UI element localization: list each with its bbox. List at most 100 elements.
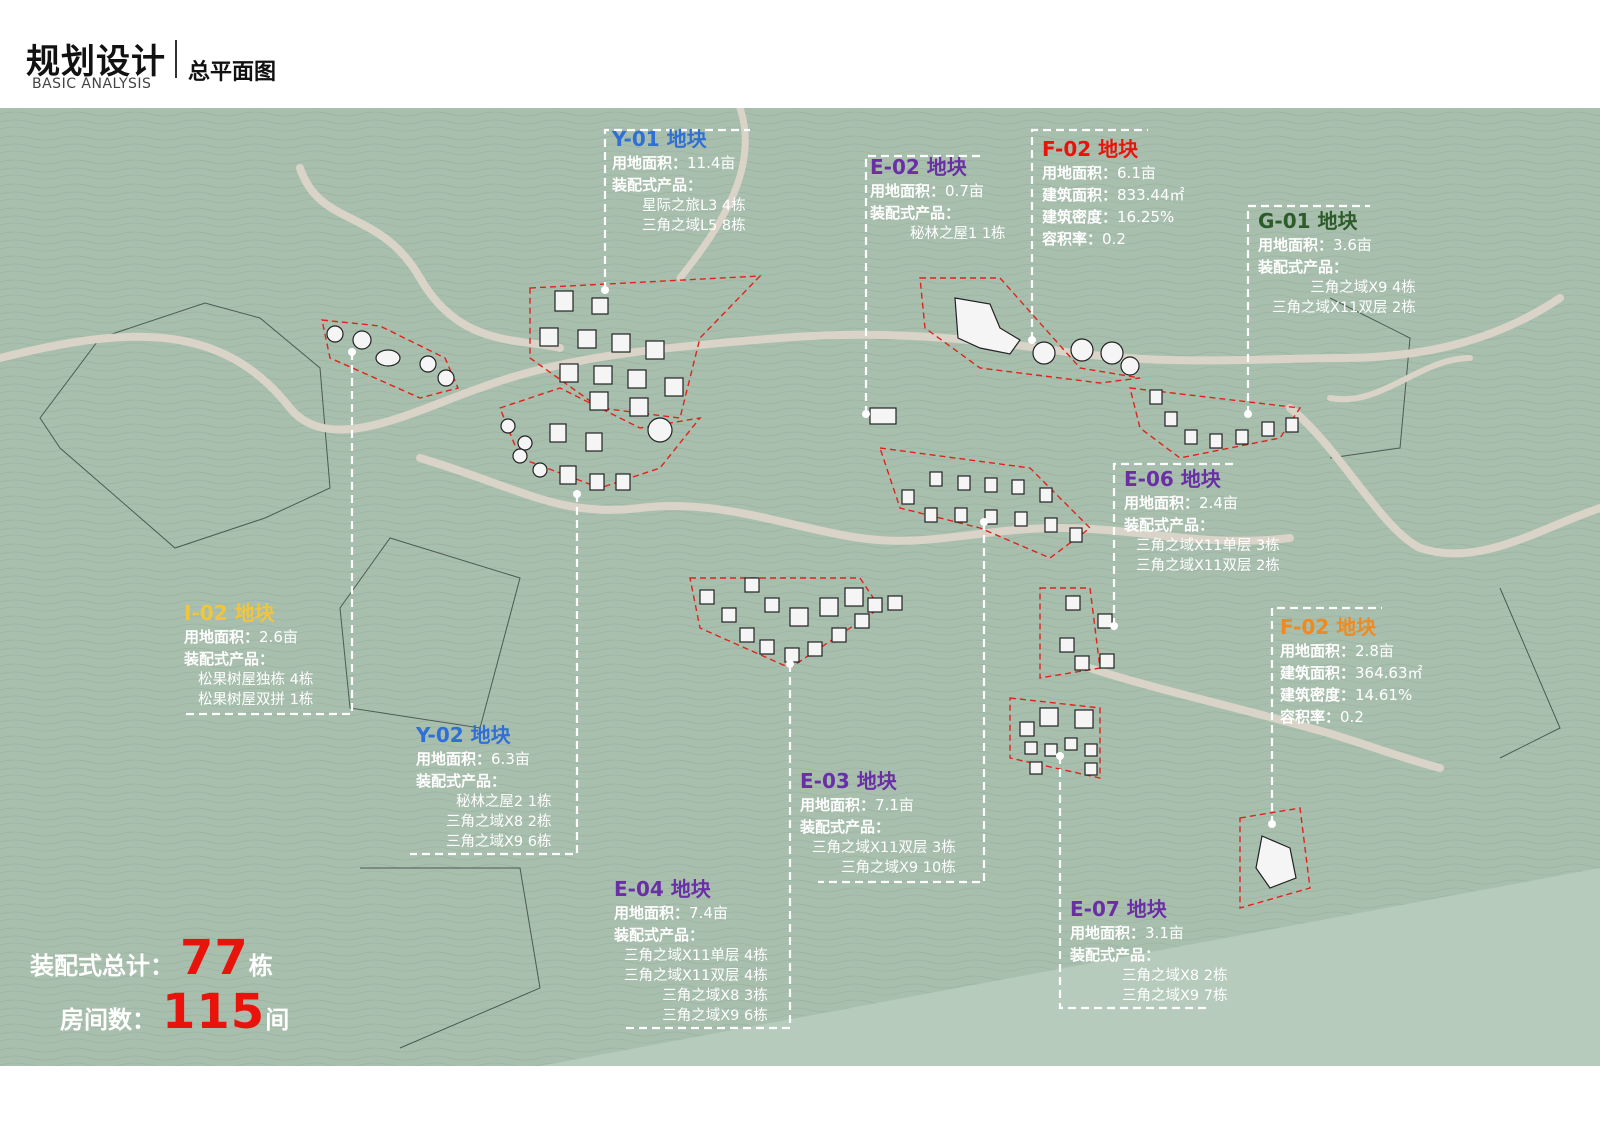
buildings-f02b — [1255, 835, 1297, 889]
area-value: 7.1亩 — [875, 796, 914, 814]
product-item: 秘林之屋1 1栋 — [910, 226, 1006, 242]
section-title: 规划设计 — [26, 42, 166, 82]
marker-e06 — [1110, 622, 1118, 630]
plot-y02-label: Y-02 地块 用地面积：6.3亩 装配式产品： 秘林之屋2 1栋 三角之域X8… — [416, 722, 552, 852]
marker-e07 — [1056, 752, 1064, 760]
header-divider — [175, 40, 177, 78]
area-label: 用地面积： — [800, 796, 876, 814]
buildings-y01 — [539, 290, 684, 417]
plot-y02-name: Y-02 地块 — [416, 723, 511, 747]
buildings-e02 — [869, 407, 897, 425]
total-rooms-value: 115 — [162, 984, 266, 1040]
plot-boundary-east-lower — [1499, 587, 1561, 759]
total-rooms-unit: 间 — [265, 1006, 290, 1034]
area-value: 0.7亩 — [945, 182, 984, 200]
section-subtitle: BASIC ANALYSIS — [32, 76, 152, 92]
area-value: 2.8亩 — [1355, 642, 1394, 660]
marker-g01 — [1244, 410, 1252, 418]
area-label: 用地面积： — [614, 904, 690, 922]
product-item: 三角之域X9 7栋 — [1122, 988, 1228, 1004]
building-area-label: 建筑面积： — [1280, 664, 1356, 682]
product-item: 三角之域X11单层 4栋 — [624, 948, 768, 964]
product-item: 三角之域X11双层 2栋 — [1272, 300, 1416, 316]
area-label: 用地面积： — [184, 628, 260, 646]
page-header: 规划设计 BASIC ANALYSIS 总平面图 — [0, 0, 1600, 108]
products-label: 装配式产品： — [1124, 516, 1215, 534]
redline-y02 — [499, 387, 702, 489]
total-assembled-value: 77 — [180, 930, 249, 986]
area-value: 7.4亩 — [689, 904, 728, 922]
product-item: 三角之域X11双层 2栋 — [1136, 558, 1280, 574]
central-road — [416, 454, 1294, 545]
plot-e02-label: E-02 地块 用地面积：0.7亩 装配式产品： 秘林之屋1 1栋 — [870, 154, 1006, 244]
plot-i02-name: I-02 地块 — [184, 601, 275, 625]
redline-i02 — [321, 319, 459, 399]
area-label: 用地面积： — [870, 182, 946, 200]
leader-e07 — [1058, 756, 1206, 1010]
plot-e07-label: E-07 地块 用地面积：3.1亩 装配式产品： 三角之域X8 2栋 三角之域X… — [1070, 896, 1228, 1006]
product-item: 三角之域X11双层 4栋 — [624, 968, 768, 984]
total-assembled-unit: 栋 — [248, 952, 273, 980]
products-label: 装配式产品： — [614, 926, 705, 944]
redline-f02b — [1239, 807, 1311, 909]
far-label: 容积率： — [1042, 230, 1103, 248]
area-label: 用地面积： — [416, 750, 492, 768]
product-item: 星际之旅L3 4栋 — [642, 198, 746, 214]
leader-y01 — [603, 128, 750, 290]
leader-y02 — [410, 494, 579, 856]
redline-y01 — [529, 275, 762, 419]
plot-y01-label: Y-01 地块 用地面积：11.4亩 装配式产品： 星际之旅L3 4栋 三角之域… — [612, 126, 746, 236]
products-label: 装配式产品： — [800, 818, 891, 836]
marker-y02 — [573, 490, 581, 498]
products-label: 装配式产品： — [612, 176, 703, 194]
buildings-e06 — [1059, 595, 1115, 671]
product-item: 三角之域X11双层 3栋 — [812, 840, 956, 856]
plot-boundary-southwest — [339, 537, 521, 729]
redline-e07 — [1009, 697, 1101, 779]
area-label: 用地面积： — [1042, 164, 1118, 182]
plot-g01-label: G-01 地块 用地面积：3.6亩 装配式产品： 三角之域X9 4栋 三角之域X… — [1258, 208, 1416, 318]
product-item: 松果树屋双拼 1栋 — [198, 692, 314, 708]
leader-g01 — [1246, 204, 1370, 414]
area-label: 用地面积： — [1070, 924, 1146, 942]
product-item: 三角之域X8 2栋 — [446, 814, 552, 830]
marker-e03 — [980, 518, 988, 526]
buildings-e07 — [1019, 707, 1098, 776]
buildings-f02a — [954, 297, 1140, 376]
area-value: 2.4亩 — [1199, 494, 1238, 512]
area-label: 用地面积： — [1280, 642, 1356, 660]
valley-area — [540, 868, 1600, 1066]
buildings-i02 — [326, 325, 455, 387]
building-density-label: 建筑密度： — [1042, 208, 1118, 226]
leader-i02 — [186, 352, 354, 716]
far-label: 容积率： — [1280, 708, 1341, 726]
plot-e06-label: E-06 地块 用地面积：2.4亩 装配式产品： 三角之域X11单层 3栋 三角… — [1124, 466, 1280, 576]
product-item: 三角之域L5 8栋 — [642, 218, 746, 234]
area-label: 用地面积： — [612, 154, 688, 172]
product-item: 松果树屋独栋 4栋 — [198, 672, 314, 688]
products-label: 装配式产品： — [870, 204, 961, 222]
plot-f02-name: F-02 地块 — [1280, 615, 1377, 639]
leader-e06 — [1112, 462, 1238, 626]
building-area-label: 建筑面积： — [1042, 186, 1118, 204]
east-road — [1286, 404, 1600, 558]
product-item: 秘林之屋2 1栋 — [455, 794, 552, 810]
marker-y01 — [601, 286, 609, 294]
area-value: 11.4亩 — [687, 154, 736, 172]
product-item: 三角之域X8 2栋 — [1122, 968, 1228, 984]
product-item: 三角之域X9 10栋 — [841, 860, 956, 876]
area-value: 3.1亩 — [1145, 924, 1184, 942]
marker-f02b — [1268, 820, 1276, 828]
product-item: 三角之域X9 4栋 — [1310, 280, 1416, 296]
building-density-label: 建筑密度： — [1280, 686, 1356, 704]
far-value: 0.2 — [1102, 230, 1126, 248]
product-item: 三角之域X8 3栋 — [662, 988, 768, 1004]
plot-e06-name: E-06 地块 — [1124, 467, 1221, 491]
area-value: 6.3亩 — [491, 750, 530, 768]
building-area-value: 833.44㎡ — [1117, 186, 1185, 204]
east-spur-road — [1327, 355, 1473, 403]
plot-f02-southeast-label: F-02 地块 用地面积：2.8亩 建筑面积：364.63㎡ 建筑密度：14.6… — [1280, 614, 1423, 728]
leader-e02a — [864, 154, 980, 414]
buildings-g01 — [1149, 389, 1299, 449]
leader-e04 — [622, 664, 792, 1030]
